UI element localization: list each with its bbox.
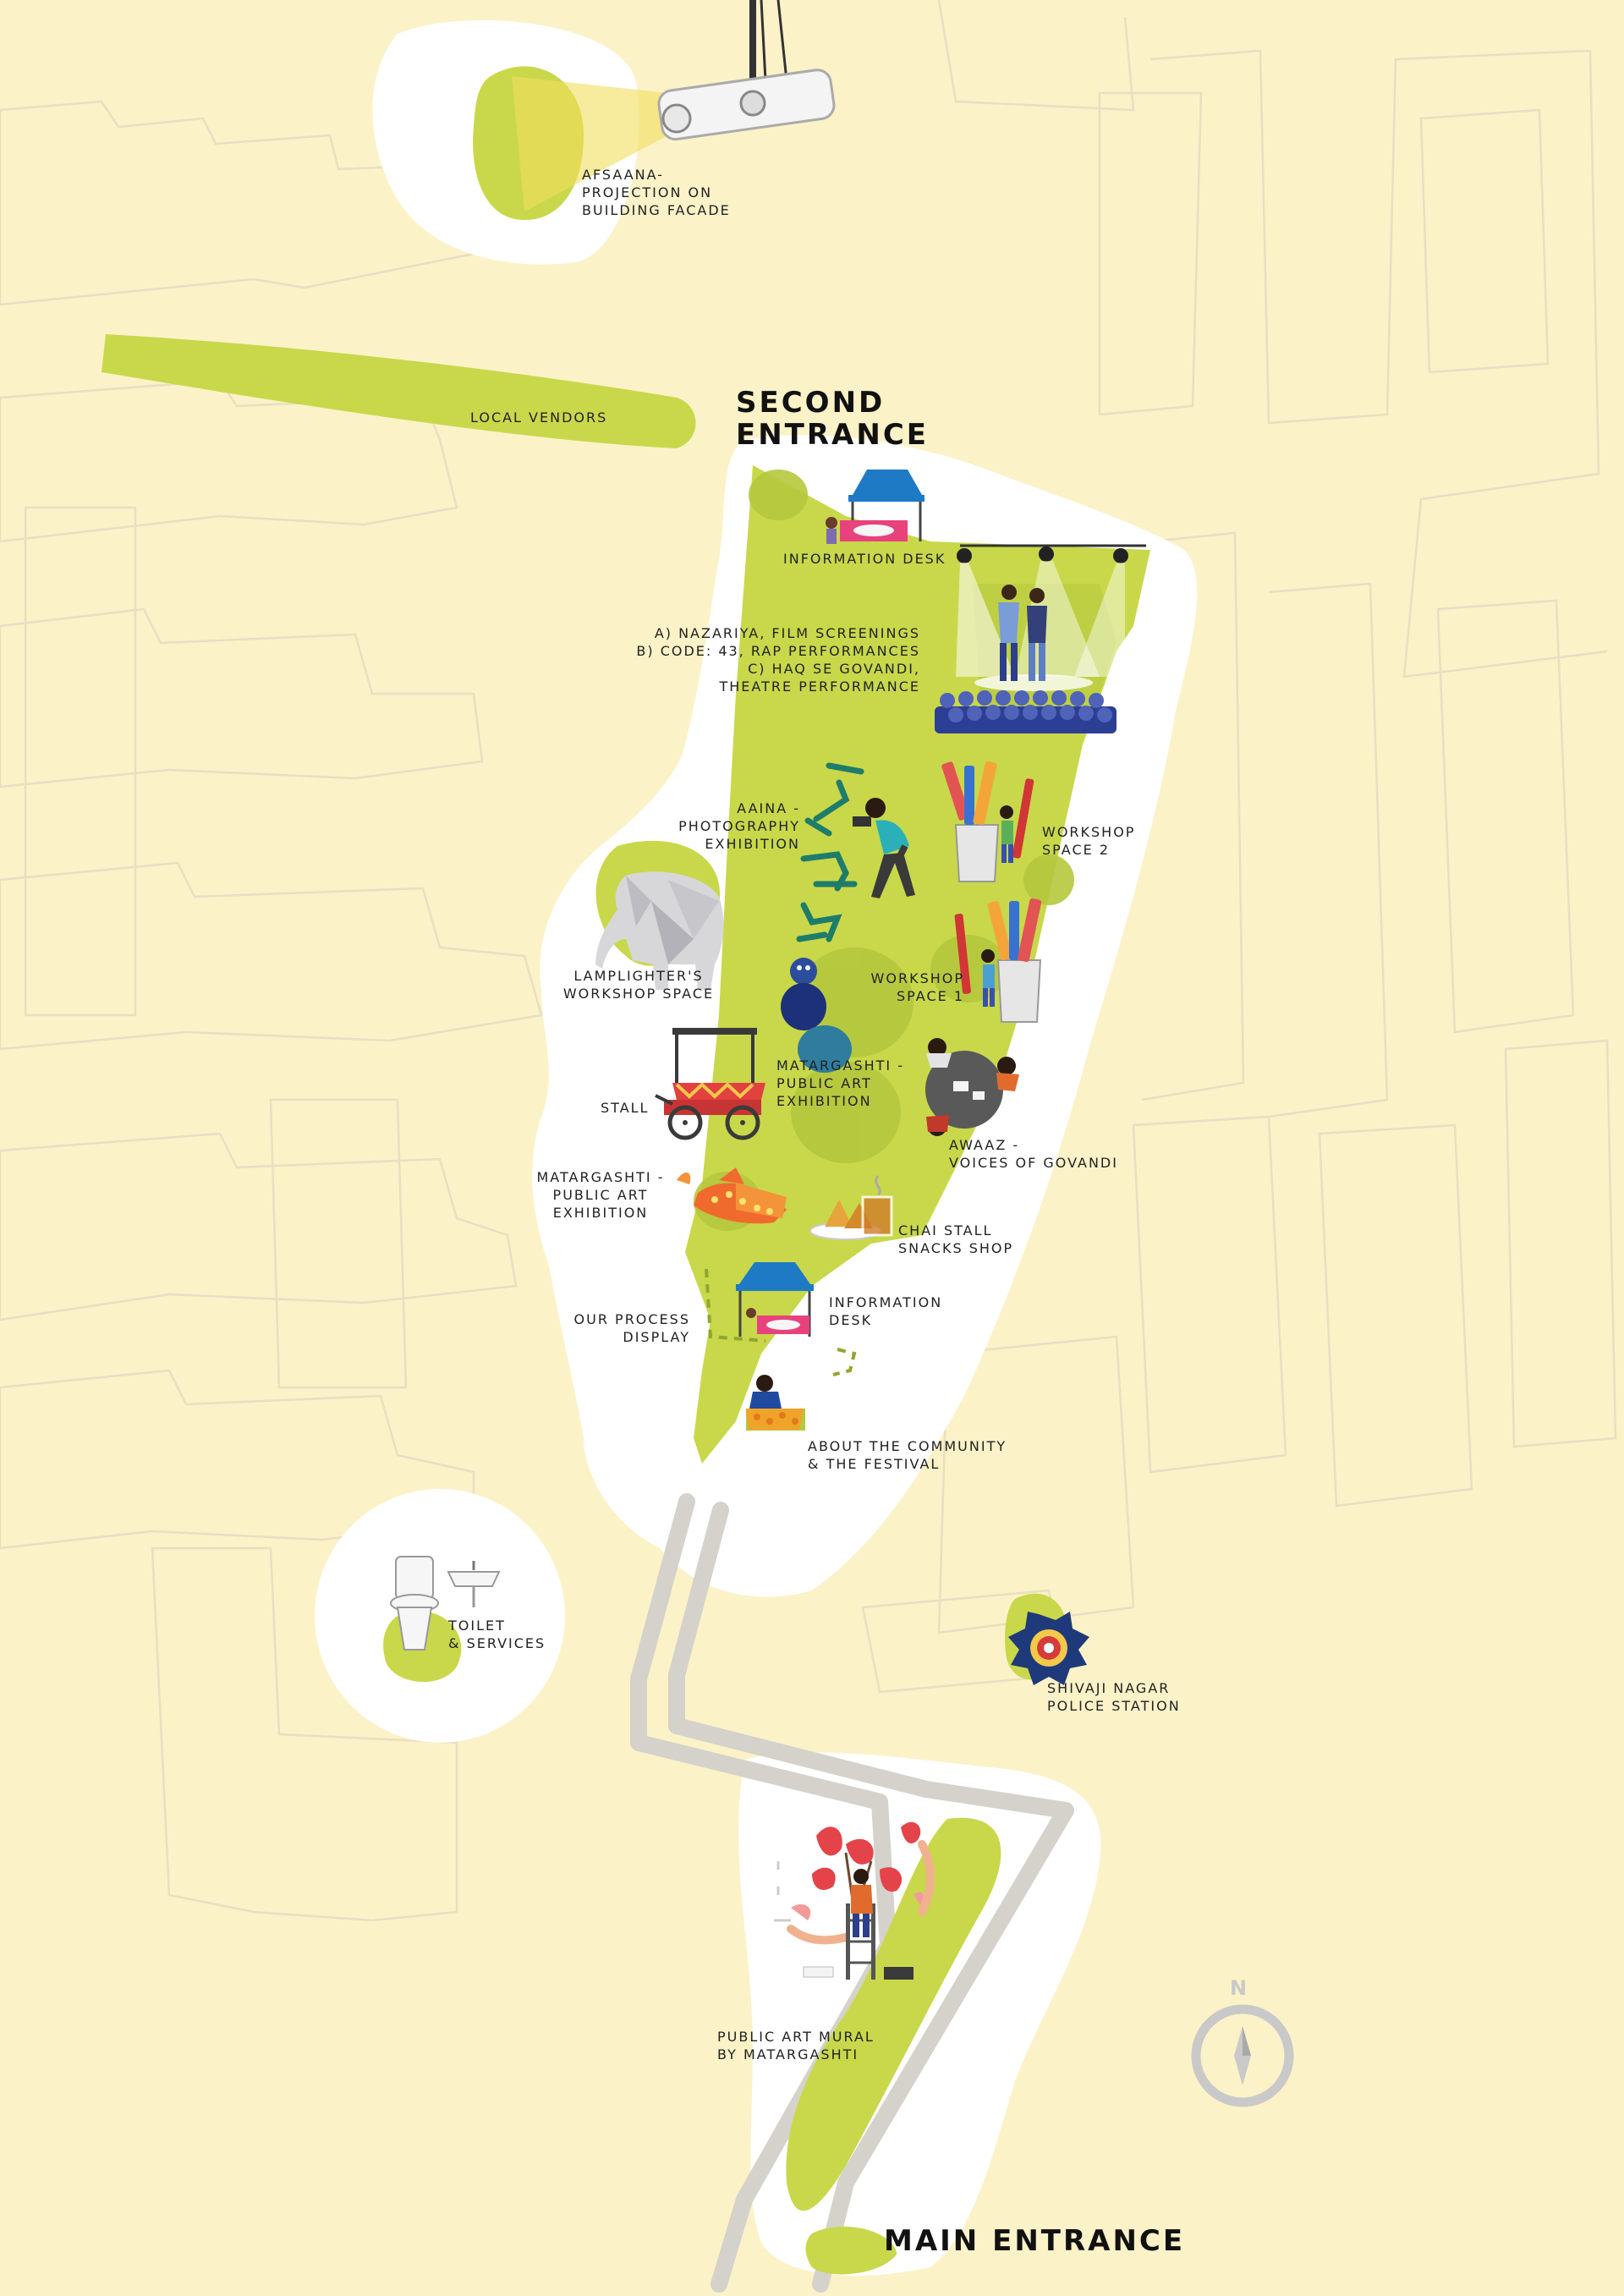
workshop-space-1-label: WORKSHOP SPACE 1 xyxy=(846,969,964,1005)
paint-tools-bucket-icon xyxy=(941,761,1042,1023)
label-line: WORKSHOP xyxy=(870,970,964,986)
chai-stall-label: CHAI STALL SNACKS SHOP xyxy=(898,1222,1013,1257)
label-line: OUR PROCESS xyxy=(573,1311,690,1327)
performances-label: A) NAZARIYA, FILM SCREENINGS B) CODE: 43… xyxy=(609,624,920,695)
information-tent-icon xyxy=(826,470,924,544)
awaaz-label: AWAAZ - VOICES OF GOVANDI xyxy=(949,1136,1118,1172)
label-line: LAMPLIGHTER'S xyxy=(573,968,704,984)
aaina-label: AAINA - PHOTOGRAPHY EXHIBITION xyxy=(643,799,800,853)
label-line: AAINA - xyxy=(737,800,800,816)
discussion-table-icon xyxy=(925,1038,1019,1136)
information-desk-bottom-label: INFORMATION DESK xyxy=(829,1294,942,1329)
compass-icon xyxy=(1191,2004,1294,2107)
police-station-label: SHIVAJI NAGAR POLICE STATION xyxy=(1047,1679,1181,1715)
mural-label: PUBLIC ART MURAL BY MATARGASHTI xyxy=(717,2028,875,2063)
label-line: SHIVAJI NAGAR xyxy=(1047,1680,1171,1696)
projector-icon xyxy=(512,0,836,211)
toilet-icon xyxy=(390,1556,439,1651)
label-line: PUBLIC ART xyxy=(776,1075,872,1091)
label-line: TOILET xyxy=(448,1618,506,1634)
label-line: A) NAZARIYA, FILM SCREENINGS xyxy=(654,625,920,641)
police-badge-icon xyxy=(1008,1612,1089,1685)
label-line: EXHIBITION xyxy=(776,1093,872,1109)
sink-icon xyxy=(447,1561,501,1607)
label-line: CHAI STALL xyxy=(898,1222,993,1239)
label-line: AWAAZ - xyxy=(949,1137,1020,1153)
label-line: SPACE 2 xyxy=(1042,842,1110,858)
label-line: & SERVICES xyxy=(448,1635,546,1651)
community-woman-icon xyxy=(746,1375,805,1431)
food-cart-icon xyxy=(655,1028,765,1140)
clay-figure-icon xyxy=(781,958,852,1073)
label-line: WORKSHOP xyxy=(1042,824,1136,840)
process-path xyxy=(705,1268,857,1376)
label-line: MATARGASHTI - xyxy=(776,1057,904,1074)
photographer-icon xyxy=(853,798,915,898)
elephant-icon xyxy=(595,871,724,990)
local-vendors-label: LOCAL VENDORS xyxy=(470,409,608,426)
label-line: SNACKS SHOP xyxy=(898,1240,1014,1256)
label-line: THEATRE PERFORMANCE xyxy=(719,678,920,695)
label-line: & THE FESTIVAL xyxy=(808,1456,941,1472)
workshop-space-2-label: WORKSHOP SPACE 2 xyxy=(1042,823,1135,859)
label-line: ABOUT THE COMMUNITY xyxy=(808,1438,1007,1454)
lamplighters-label: LAMPLIGHTER'S WORKSHOP SPACE xyxy=(558,967,719,1002)
toilet-label: TOILET & SERVICES xyxy=(448,1617,546,1652)
label-line: EXHIBITION xyxy=(552,1205,649,1221)
label-line: B) CODE: 43, RAP PERFORMANCES xyxy=(636,643,920,659)
label-line: PHOTOGRAPHY xyxy=(678,818,800,834)
afsaana-label: AFSAANA- PROJECTION ON BUILDING FACADE xyxy=(582,166,731,219)
label-line: EXHIBITION xyxy=(705,836,800,852)
label-line: SPACE 1 xyxy=(897,988,964,1004)
building-outlines xyxy=(0,0,1617,1922)
stall-label: STALL xyxy=(601,1100,650,1116)
information-desk-top-label: INFORMATION DESK xyxy=(783,551,946,567)
matargashti-left-label: MATARGASHTI - PUBLIC ART EXHIBITION xyxy=(529,1168,672,1222)
compass-north-label: N xyxy=(1230,1976,1248,2000)
label-line: POLICE STATION xyxy=(1047,1698,1181,1714)
label-line: BUILDING FACADE xyxy=(582,202,731,218)
label-line: AFSAANA- xyxy=(582,167,664,183)
mural-painter-icon xyxy=(774,1821,935,1980)
gray-walkways xyxy=(630,1493,1074,2293)
label-line: WORKSHOP SPACE xyxy=(562,986,715,1002)
photo-frame-icon xyxy=(796,762,864,942)
label-line: C) HAQ SE GOVANDI, xyxy=(748,661,920,677)
about-community-label: ABOUT THE COMMUNITY & THE FESTIVAL xyxy=(808,1437,1007,1473)
label-line: VOICES OF GOVANDI xyxy=(949,1155,1118,1171)
label-line: PUBLIC ART MURAL xyxy=(717,2029,875,2045)
information-tent-icon xyxy=(736,1262,814,1337)
main-entrance-title: MAIN ENTRANCE xyxy=(884,2224,1186,2258)
second-entrance-title: SECOND ENTRANCE xyxy=(736,387,929,451)
our-process-label: OUR PROCESS DISPLAY xyxy=(558,1310,690,1346)
label-line: MATARGASHTI - xyxy=(536,1169,665,1185)
second-entrance-line: ENTRANCE xyxy=(736,418,929,452)
label-line: DESK xyxy=(829,1312,873,1328)
label-line: DISPLAY xyxy=(623,1329,690,1345)
matargashti-center-label: MATARGASHTI - PUBLIC ART EXHIBITION xyxy=(776,1057,904,1110)
painted-fish-icon xyxy=(677,1167,787,1224)
stage-performers-icon xyxy=(956,544,1146,691)
second-entrance-line: SECOND xyxy=(736,386,886,420)
samosa-tea-icon xyxy=(809,1175,893,1240)
label-line: PROJECTION ON xyxy=(582,184,713,200)
label-line: BY MATARGASHTI xyxy=(717,2046,859,2063)
audience-seats-icon xyxy=(935,690,1116,733)
label-line: PUBLIC ART xyxy=(552,1187,649,1203)
label-line: INFORMATION xyxy=(829,1294,943,1310)
